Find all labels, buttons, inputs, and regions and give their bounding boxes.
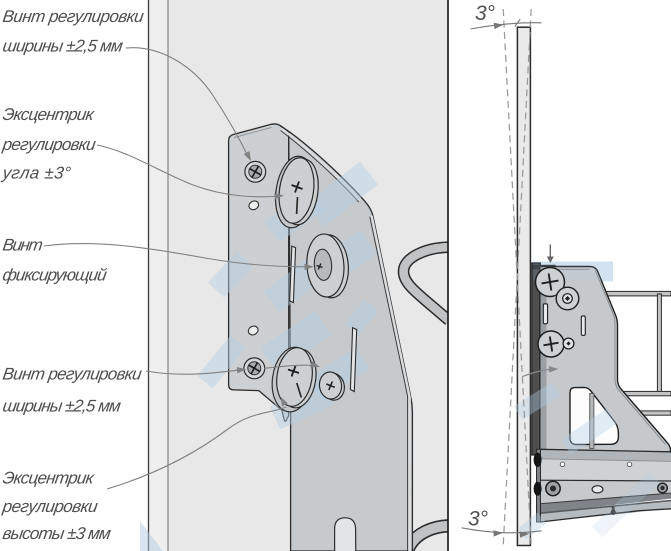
svg-text:высоты ±3 мм: высоты ±3 мм xyxy=(1,524,112,543)
svg-text:3°: 3° xyxy=(475,2,495,25)
svg-text:угла ±3°: угла ±3° xyxy=(0,164,72,183)
svg-text:ширины ±2,5 мм: ширины ±2,5 мм xyxy=(1,397,122,416)
svg-text:3°: 3° xyxy=(468,508,488,531)
svg-text:Эксцентрик: Эксцентрик xyxy=(1,105,96,124)
svg-text:ширины ±2,5 мм: ширины ±2,5 мм xyxy=(1,37,124,56)
svg-text:регулировки: регулировки xyxy=(0,135,97,154)
svg-text:Винт регулировки: Винт регулировки xyxy=(1,7,145,26)
svg-text:фиксирующий: фиксирующий xyxy=(1,266,108,285)
svg-text:Винт: Винт xyxy=(1,236,44,255)
svg-text:регулировки: регулировки xyxy=(0,497,99,516)
svg-text:Эксцентрик: Эксцентрик xyxy=(1,469,96,488)
svg-text:Винт регулировки: Винт регулировки xyxy=(1,365,143,384)
